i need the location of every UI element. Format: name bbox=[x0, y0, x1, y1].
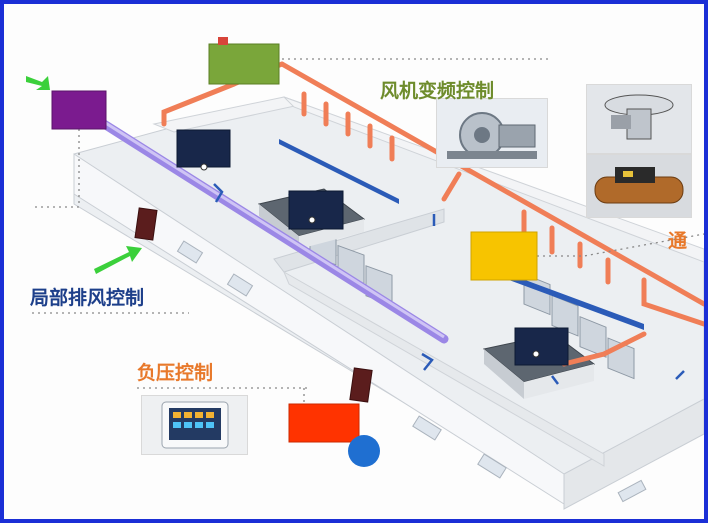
orange-duct bbox=[161, 61, 704, 367]
door-left bbox=[134, 207, 158, 241]
navy-box-3 bbox=[514, 327, 569, 366]
green-box bbox=[208, 43, 280, 85]
label-negative-pressure-control: 负压控制 bbox=[137, 362, 214, 384]
valve-actuator-image bbox=[586, 84, 692, 154]
door-middle bbox=[349, 367, 373, 403]
purple-duct-highlight bbox=[103, 120, 445, 339]
label-local-exhaust-control: 局部排风控制 bbox=[30, 287, 145, 309]
front-wall-right bbox=[563, 398, 704, 510]
label-fan-vfd-control: 风机变频控制 bbox=[380, 80, 495, 102]
purple-box bbox=[51, 90, 107, 130]
partition-wall-2 bbox=[282, 270, 605, 467]
sensor-dots bbox=[200, 163, 540, 358]
hood-base-lower bbox=[509, 274, 644, 330]
back-wall-right bbox=[283, 96, 704, 263]
blue-circle bbox=[348, 435, 380, 467]
navy-box-1 bbox=[176, 129, 231, 168]
fan-motor-image bbox=[436, 98, 548, 168]
venturi-valve-image bbox=[586, 154, 692, 218]
lab-floorplan bbox=[26, 37, 704, 510]
control-panel-image bbox=[141, 395, 248, 455]
front-windows bbox=[176, 240, 647, 503]
callout-lines bbox=[32, 58, 704, 404]
hood-base-upper bbox=[279, 139, 399, 204]
purple-duct bbox=[99, 119, 449, 344]
green-arrow-icon bbox=[26, 76, 142, 274]
green-box-tab bbox=[218, 37, 228, 45]
yellow-box bbox=[470, 231, 538, 281]
navy-box-2 bbox=[288, 190, 344, 230]
label-partial-right: 通 bbox=[668, 230, 688, 252]
red-box bbox=[288, 403, 360, 443]
